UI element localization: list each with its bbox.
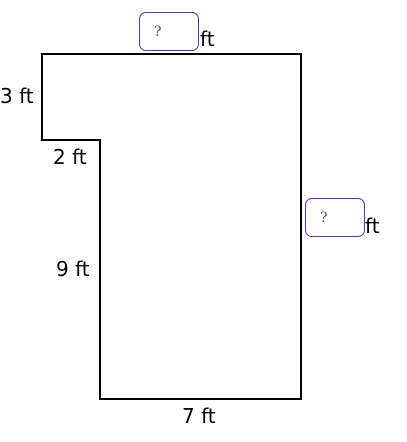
right-side-answer-input[interactable] <box>306 199 364 236</box>
label-left-lower-side: 9 ft <box>56 257 90 281</box>
label-notch-side: 2 ft <box>53 145 87 169</box>
label-bottom-side: 7 ft <box>182 404 216 428</box>
l-shape-outline <box>41 53 302 400</box>
right-side-unit: ft <box>365 214 380 238</box>
top-side-unit: ft <box>200 27 215 51</box>
top-side-answer-box[interactable] <box>139 12 199 51</box>
label-left-top-side: 3 ft <box>0 84 34 108</box>
top-side-answer-input[interactable] <box>140 13 198 50</box>
right-side-answer-box[interactable] <box>305 198 365 237</box>
